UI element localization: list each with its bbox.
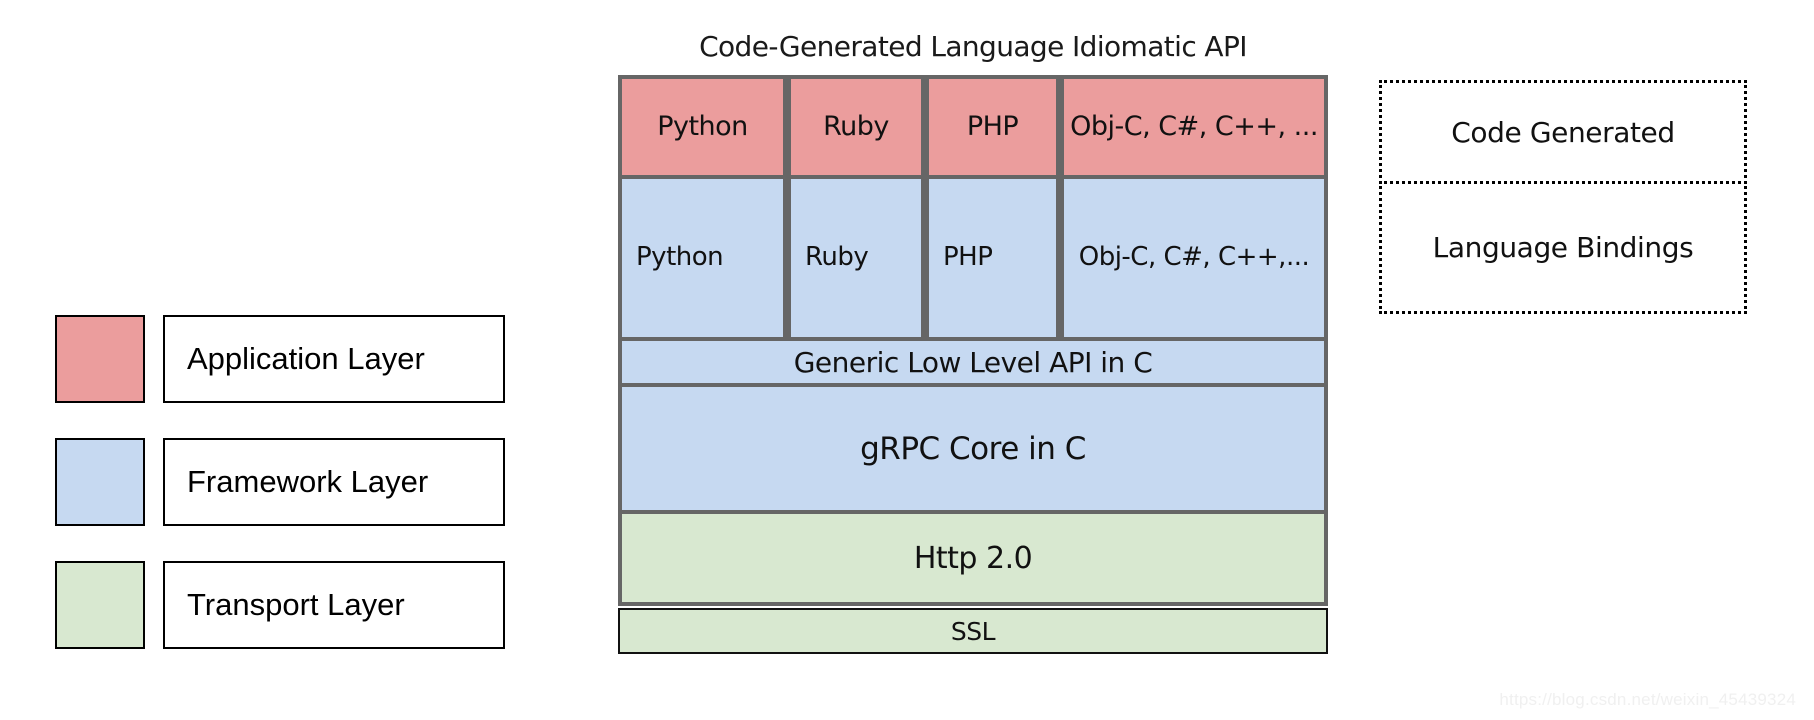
grpc-layer-stack: Code-Generated Language Idiomatic API Py…: [618, 30, 1328, 654]
legend-item-transport-layer: Transport Layer: [55, 561, 505, 649]
band-generic-low-level-api: Generic Low Level API in C: [618, 337, 1328, 387]
band-grpc-core: gRPC Core in C: [618, 383, 1328, 514]
legend-label-application-layer: Application Layer: [163, 315, 505, 403]
app-cell-python: Python: [618, 75, 787, 179]
legend-swatch-application-layer: [55, 315, 145, 403]
framework-cell-python: Python: [618, 175, 787, 341]
legend-item-framework-layer: Framework Layer: [55, 438, 505, 526]
app-cell-ruby: Ruby: [787, 75, 925, 179]
legend-swatch-framework-layer: [55, 438, 145, 526]
watermark: https://blog.csdn.net/weixin_45439324: [1499, 690, 1796, 709]
stack-annotations: Code Generated Language Bindings: [1379, 80, 1747, 314]
annotation-code-generated: Code Generated: [1379, 80, 1747, 184]
application-language-row: Python Ruby PHP Obj-C, C#, C++, ...: [618, 75, 1328, 179]
stack-title: Code-Generated Language Idiomatic API: [699, 30, 1247, 63]
framework-cell-ruby: Ruby: [787, 175, 925, 341]
app-cell-other-languages: Obj-C, C#, C++, ...: [1060, 75, 1328, 179]
framework-cell-other-languages: Obj-C, C#, C++,...: [1060, 175, 1328, 341]
band-ssl: SSL: [618, 608, 1328, 654]
legend-swatch-transport-layer: [55, 561, 145, 649]
app-cell-php: PHP: [925, 75, 1060, 179]
legend-label-transport-layer: Transport Layer: [163, 561, 505, 649]
band-http2: Http 2.0: [618, 510, 1328, 606]
layer-legend: Application Layer Framework Layer Transp…: [55, 315, 505, 684]
legend-label-framework-layer: Framework Layer: [163, 438, 505, 526]
framework-cell-php: PHP: [925, 175, 1060, 341]
framework-language-row: Python Ruby PHP Obj-C, C#, C++,...: [618, 175, 1328, 341]
legend-item-application-layer: Application Layer: [55, 315, 505, 403]
annotation-language-bindings: Language Bindings: [1379, 181, 1747, 314]
